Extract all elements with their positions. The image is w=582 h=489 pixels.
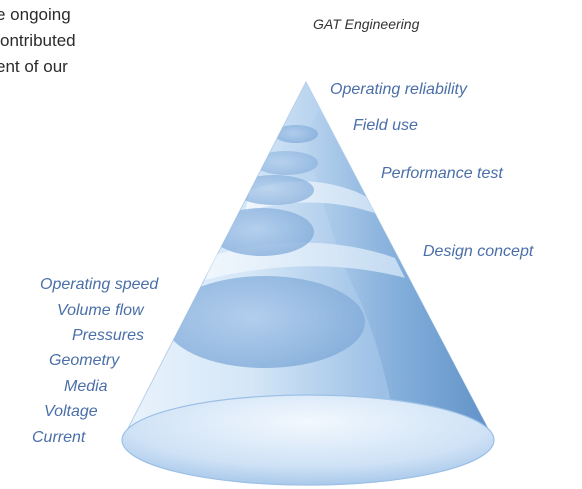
label-operating-speed: Operating speed [40,276,159,293]
label-voltage: Voltage [44,403,98,420]
label-operating-reliability: Operating reliability [330,81,468,98]
label-performance-test: Performance test [381,165,503,182]
label-current: Current [32,429,86,446]
level-ellipse-2 [254,151,318,175]
label-pressures: Pressures [72,327,144,344]
figure-caption: GAT Engineering [313,16,420,32]
label-media: Media [64,378,108,395]
intro-text-fragment: e ongoing ontributed ent of our [0,2,130,80]
level-ellipse-3 [234,175,314,205]
cone-base [121,394,495,486]
level-ellipse-5 [165,276,365,368]
label-field-use: Field use [353,117,418,134]
label-volume-flow: Volume flow [57,302,145,319]
intro-line-2: ontributed [0,31,76,50]
level-ellipse-top [274,125,318,143]
label-geometry: Geometry [49,352,120,369]
intro-line-1: e ongoing [0,5,71,24]
intro-line-3: ent of our [0,57,68,76]
level-ellipse-4 [210,208,314,256]
label-design-concept: Design concept [423,243,534,260]
